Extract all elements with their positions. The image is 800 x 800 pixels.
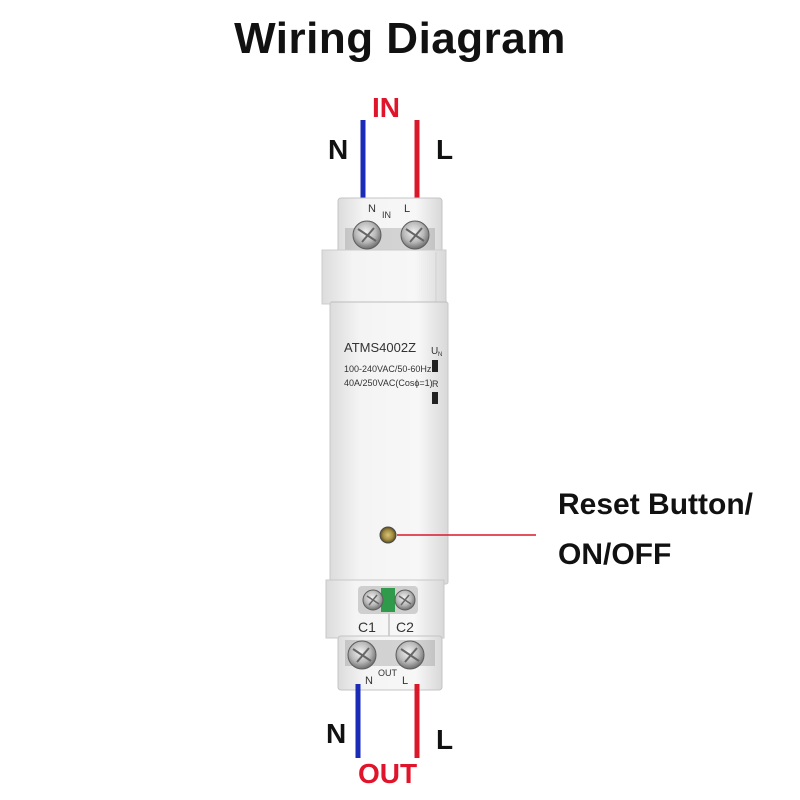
- callout-line-1: Reset Button/: [558, 488, 753, 521]
- output-label: OUT: [358, 758, 418, 789]
- indicator-un-led: [432, 360, 438, 372]
- diagram-title: Wiring Diagram: [234, 14, 566, 63]
- contact-c1-label: C1: [358, 619, 376, 635]
- model-number: ATMS4002Z: [344, 340, 416, 355]
- contact-c2-label: C2: [396, 619, 414, 635]
- contact-link: [381, 588, 395, 612]
- input-label: IN: [372, 92, 400, 123]
- indicator-r-label: R: [432, 379, 439, 389]
- terminal-out-label: OUT: [378, 668, 398, 678]
- callout-line-2: ON/OFF: [558, 538, 672, 571]
- input-live-label: L: [436, 134, 454, 165]
- upper-housing: [321, 249, 447, 305]
- spec-line-2: 40A/250VAC(Cosϕ=1): [344, 378, 433, 388]
- terminal-out-n-label: N: [365, 675, 373, 687]
- terminal-in-n-label: N: [368, 203, 376, 215]
- output-live-label: L: [436, 724, 454, 755]
- terminal-in-l-label: L: [404, 203, 410, 215]
- indicator-un-label: U: [431, 346, 438, 357]
- reset-button[interactable]: [379, 526, 397, 544]
- spec-line-1: 100-240VAC/50-60Hz: [344, 364, 432, 374]
- indicator-un-subscript: N: [438, 352, 442, 358]
- output-neutral-label: N: [326, 718, 347, 749]
- terminal-in-label: IN: [382, 210, 391, 220]
- indicator-r-led: [432, 392, 438, 404]
- input-neutral-label: N: [328, 134, 349, 165]
- terminal-out-l-label: L: [402, 675, 408, 687]
